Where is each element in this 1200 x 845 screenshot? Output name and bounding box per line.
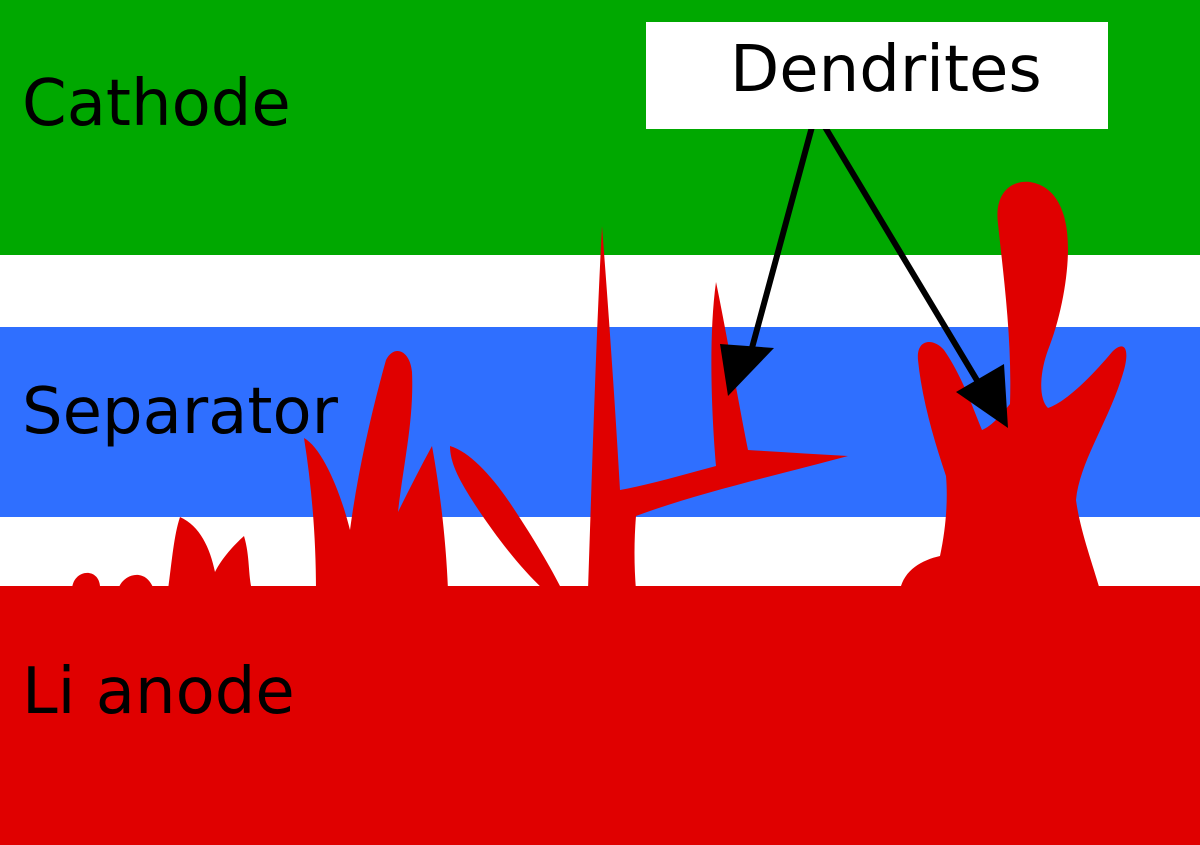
- dendrite-fork: [304, 350, 448, 590]
- dendrites: [72, 181, 1127, 590]
- cathode-label: Cathode: [22, 67, 291, 141]
- dendrites-callout-label: Dendrites: [730, 33, 1042, 107]
- arrow-line-right: [813, 109, 993, 405]
- arrow-line-left: [743, 109, 819, 373]
- callout-arrows: [720, 109, 1008, 428]
- dendrite-bump-2: [118, 574, 154, 590]
- dendrite-club: [900, 181, 1127, 590]
- dendrites-callout-box: Dendrites: [646, 22, 1108, 129]
- dendrite-leaf: [450, 446, 562, 590]
- separator-label: Separator: [22, 375, 338, 449]
- arrowhead-left-icon: [720, 344, 774, 396]
- arrowhead-right-icon: [956, 364, 1008, 428]
- dendrite-small-flame: [168, 517, 252, 590]
- dendrite-bump-1: [72, 572, 100, 590]
- anode-label: Li anode: [22, 655, 295, 729]
- anode-layer: [0, 586, 1200, 845]
- dendrite-spike-branch: [588, 226, 848, 590]
